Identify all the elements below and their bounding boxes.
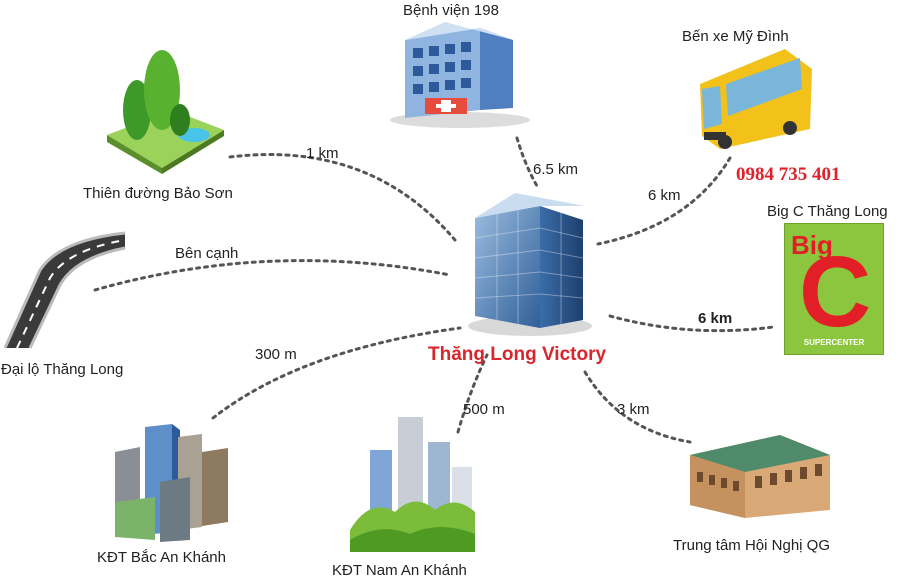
label-big-c: Big C Thăng Long <box>767 203 888 220</box>
connector-big-c <box>608 314 775 333</box>
label-nam-an-khanh: KĐT Nam An Khánh <box>332 562 467 579</box>
label-ben-xe: Bến xe Mỹ Đình <box>682 28 789 45</box>
center-title: Thăng Long Victory <box>428 344 607 365</box>
label-dai-lo: Đại lộ Thăng Long <box>1 361 124 378</box>
distance-bac-an-khanh: 300 m <box>255 346 297 363</box>
distance-thien-duong: 1 km <box>306 145 339 162</box>
bigc-logo: Big C SUPERCENTER <box>784 223 884 355</box>
convention-center-icon <box>690 435 830 518</box>
label-thien-duong: Thiên đường Bảo Sơn <box>83 185 233 202</box>
connector-ben-xe <box>596 156 732 246</box>
road-icon <box>3 231 126 349</box>
phone-number: 0984 735 401 <box>736 164 841 185</box>
distance-benh-vien: 6.5 km <box>533 161 579 178</box>
connector-dai-lo <box>93 259 452 292</box>
city-buildings-icon <box>115 424 228 542</box>
distance-ben-xe: 6 km <box>648 187 681 204</box>
bigc-logo-letter: C <box>799 236 872 348</box>
tower-icon <box>468 193 592 336</box>
bigc-logo-top: Big <box>791 230 833 260</box>
hospital-icon <box>390 22 530 128</box>
connector-benh-vien <box>515 136 539 188</box>
distance-big-c: 6 km <box>698 310 733 327</box>
bigc-logo-bottom: SUPERCENTER <box>803 338 865 347</box>
connector-thien-duong <box>228 153 457 242</box>
label-bac-an-khanh: KĐT Bắc An Khánh <box>97 549 226 566</box>
label-hoi-nghi: Trung tâm Hội Nghị QG <box>673 537 830 554</box>
connector-hoi-nghi <box>583 370 692 444</box>
distance-hoi-nghi: 3 km <box>617 401 650 418</box>
distance-dai-lo: Bên cạnh <box>175 245 239 262</box>
distance-nam-an-khanh: 500 m <box>463 401 505 418</box>
label-benh-vien: Bệnh viện 198 <box>403 2 499 19</box>
park-icon <box>107 50 224 174</box>
connector-nam-an-khanh <box>456 353 489 434</box>
connector-bac-an-khanh <box>211 326 462 420</box>
bus-icon <box>700 49 812 149</box>
urban-area-icon <box>350 417 475 552</box>
